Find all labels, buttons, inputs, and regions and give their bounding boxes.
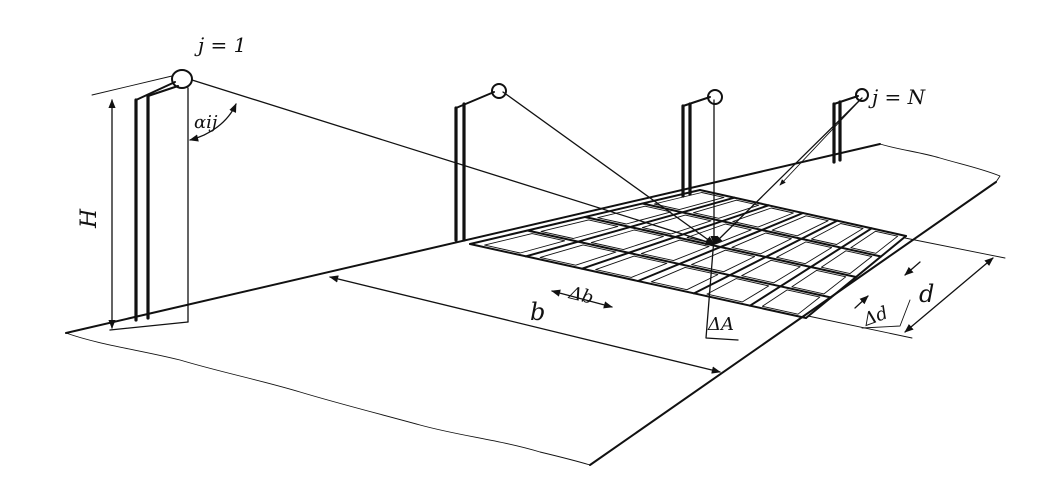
grid-cell	[693, 199, 760, 219]
pole-1-base	[109, 321, 189, 331]
grid-cell	[590, 229, 664, 251]
grid-line-transverse	[584, 216, 857, 278]
pole-3-lamp	[707, 89, 723, 105]
ray-pole-N-secondary	[779, 97, 863, 186]
grid-cell	[731, 232, 792, 255]
pole-2-lamp	[491, 83, 507, 99]
height-extension-top	[91, 75, 173, 96]
label-angle: αij	[194, 112, 218, 133]
grid-cell	[820, 250, 873, 275]
d-extension-top	[904, 237, 1006, 259]
grid-cell	[732, 207, 794, 228]
delta-a-leader	[705, 237, 739, 341]
delta-a-leader-line	[705, 237, 739, 341]
delta-b-line	[551, 289, 613, 309]
grid-line-transverse	[526, 229, 832, 299]
pole-2-arm	[455, 91, 495, 109]
labels: j = 1 j = N αij H b Δb Δd d ΔA	[77, 33, 934, 335]
d-dimension-line	[904, 257, 994, 333]
label-cell-width: Δb	[566, 282, 596, 309]
grid-cell	[641, 214, 712, 235]
grid-cell	[539, 244, 617, 266]
grid-cell	[761, 289, 821, 315]
ground-front-edge	[65, 332, 591, 466]
pole-N	[832, 88, 869, 164]
grid-cell	[597, 205, 672, 225]
pole-1	[91, 69, 237, 331]
label-j-first: j = 1	[194, 33, 246, 57]
pole-2	[454, 83, 507, 242]
pole-1-arm-upper	[147, 85, 179, 97]
grid-cell	[741, 259, 801, 284]
label-j-last: j = N	[868, 85, 927, 109]
pole-1-lamp	[171, 69, 193, 89]
delta-d-arrow-bottom	[854, 295, 869, 309]
pole-3	[681, 89, 723, 198]
grid-cell	[540, 219, 619, 239]
grid-line-transverse	[699, 189, 907, 237]
delta-d-arrow-top	[904, 261, 921, 276]
label-grid-depth: d	[919, 280, 934, 308]
ray-pole-1	[191, 79, 715, 246]
d-extension-bottom	[807, 315, 913, 339]
road-right-edge	[589, 181, 997, 466]
calculation-grid	[469, 189, 907, 319]
grid-cell	[850, 230, 899, 254]
grid-cell	[691, 249, 756, 273]
pole-N-lamp	[855, 88, 869, 102]
grid-cell	[653, 192, 725, 211]
grid-cell	[791, 269, 847, 295]
grid-cell	[484, 233, 566, 254]
label-cell-area: ΔA	[707, 314, 734, 335]
grid-cell	[810, 223, 864, 245]
b-dimension-line	[329, 275, 721, 374]
angle-arc	[189, 103, 237, 142]
grid-cell	[771, 215, 829, 237]
label-height: H	[77, 208, 102, 229]
light-rays	[191, 79, 863, 246]
road-surface	[65, 143, 1001, 466]
ray-pole-N	[713, 97, 863, 245]
pole-N-arm	[833, 95, 859, 105]
road-left-edge	[65, 143, 881, 334]
dimension-delta-b	[551, 289, 613, 309]
dimension-d	[807, 237, 1006, 339]
ray-pole-2	[502, 91, 715, 245]
grid-cell	[595, 255, 668, 278]
dimension-b	[329, 275, 721, 374]
grid-line-transverse	[641, 202, 882, 258]
label-road-width: b	[530, 298, 545, 326]
grid-cell	[640, 239, 710, 262]
dimension-delta-d	[854, 261, 921, 329]
grid-cell	[776, 241, 833, 265]
pole-3-arm	[682, 96, 711, 107]
ground-far-edge	[879, 143, 1001, 183]
grid-cell	[706, 278, 770, 303]
delta-d-leader	[861, 299, 911, 329]
pole-1-arm	[135, 81, 176, 101]
